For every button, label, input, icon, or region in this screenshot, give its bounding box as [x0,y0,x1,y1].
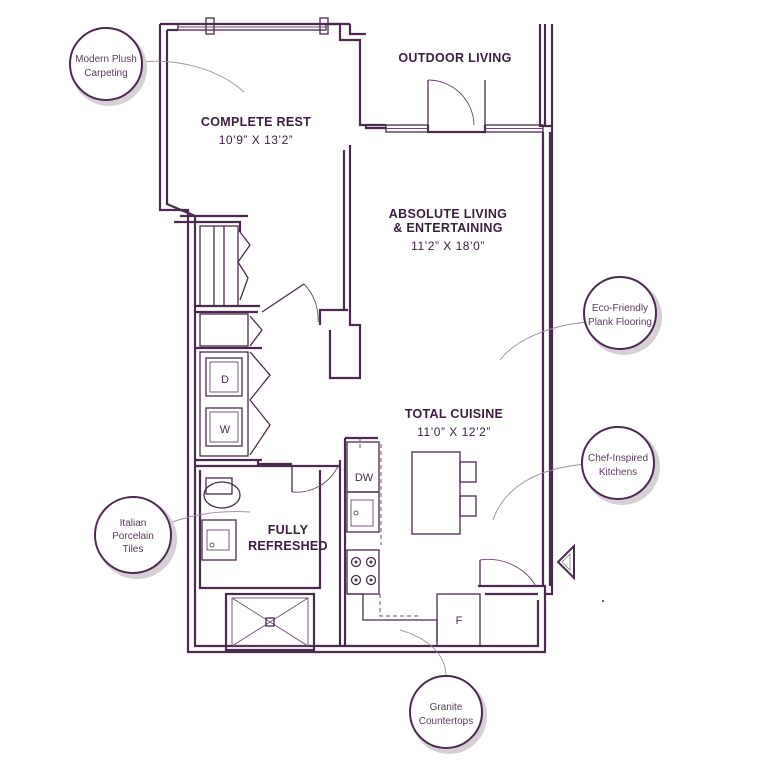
kitchens-callout-line1: Chef-Inspired [588,453,648,464]
dryer-unit [205,357,243,397]
bathroom-label-line2: REFRESHED [248,539,328,553]
entry-arrow-icon [556,543,575,581]
speck [602,600,604,602]
tiles-callout-line2: Porcelain [112,531,154,542]
windows [177,17,544,133]
vanity [201,519,237,561]
living-dims: 11’2” X 18’0” [411,239,485,253]
carpet-callout-line1: Modern Plush [75,54,137,65]
kitchens-leader [492,463,587,521]
washer-label: W [220,424,231,436]
carpet-callout-line2: Carpeting [84,68,127,79]
callout-counters: Granite Countertops [409,675,487,754]
kitchens-callout-line2: Kitchens [599,467,637,478]
living-label-line2: & ENTERTAINING [393,221,503,235]
callout-flooring: Eco-Friendly Plank Flooring [583,276,662,355]
dishwasher-label: DW [355,472,374,484]
kitchen-dims: 11’0” X 12’2” [417,425,491,439]
flooring-callout-line1: Eco-Friendly [592,303,648,314]
callout-tiles: Italian Porcelain Tiles [94,496,177,579]
toilet-tank [205,477,233,495]
callout-carpet: Modern Plush Carpeting [69,27,147,106]
flooring-leader [499,321,589,361]
tiles-callout-line1: Italian [120,518,147,529]
counters-callout-line1: Granite [430,702,463,713]
cooktop [350,556,377,586]
fixtures [201,357,477,652]
living-label-line1: ABSOLUTE LIVING [389,207,507,221]
carpet-leader [139,60,245,93]
toilet-bowl [203,481,241,509]
doors [237,79,537,587]
fridge-label: F [456,615,463,627]
outer-walls [158,22,554,654]
counters-leader [399,629,447,677]
dryer-label: D [221,374,229,386]
tiles-callout-line3: Tiles [123,544,144,555]
room-labels: COMPLETE REST 10’9” X 13’2” OUTDOOR LIVI… [201,51,511,627]
callout-leaders [139,60,589,677]
kitchen-sink [350,499,374,527]
bedroom-label: COMPLETE REST [201,115,311,129]
kitchen-label: TOTAL CUISINE [405,407,503,421]
callout-kitchens: Chef-Inspired Kitchens [581,426,660,505]
shower [224,592,316,652]
kitchen-island [411,451,477,535]
bathroom-label-line1: FULLY [268,523,309,537]
bedroom-dims: 10’9” X 13’2” [219,133,294,147]
counters-callout-line2: Countertops [419,716,473,727]
interior-walls [174,145,481,647]
flooring-callout-line2: Plank Flooring [588,317,652,328]
outdoor-label: OUTDOOR LIVING [398,51,511,65]
washer-unit [205,407,243,447]
